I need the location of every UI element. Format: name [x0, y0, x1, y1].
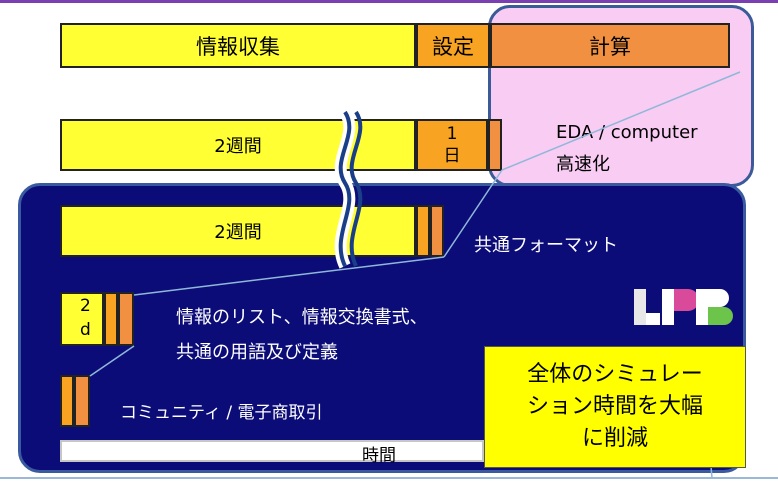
info-list-line1: 情報のリスト、情報交換書式、 — [176, 307, 428, 328]
info-collect-label: 情報収集 — [196, 34, 280, 59]
community-label: コミュニティ / 電子商取引 — [120, 403, 323, 423]
row2-setting-line2: 日 — [443, 146, 461, 166]
lpb-logo-graphic — [634, 289, 733, 325]
row4-info-bar: 2 d — [60, 292, 104, 346]
row4-info-line1: 2 — [80, 296, 91, 316]
connector-line-1 — [501, 71, 741, 171]
row2-setting-bar: 1 日 — [416, 119, 488, 171]
calc-bar: 計算 — [490, 23, 730, 68]
row3-setting-bar — [416, 205, 430, 257]
row4-calc-bar — [118, 292, 134, 346]
calc-label: 計算 — [589, 34, 631, 59]
top-rule — [0, 0, 778, 3]
connector-line-2 — [443, 169, 503, 258]
row3-info-label: 2週間 — [214, 222, 262, 243]
row4-info-line2: d — [80, 320, 91, 340]
row5-setting-bar — [60, 375, 74, 427]
row2-calc-bar — [488, 119, 502, 171]
eda-line1: EDA / computer — [556, 122, 698, 143]
setting-label: 設定 — [432, 34, 474, 59]
callout-line3: に削減 — [581, 426, 648, 451]
row3-calc-bar — [430, 205, 444, 257]
callout-line2: ション時間を大幅 — [526, 394, 703, 419]
setting-bar: 設定 — [416, 23, 490, 68]
row4-setting-bar — [104, 292, 118, 346]
callout-line1: 全体のシミュレー — [527, 362, 703, 387]
common-format-label: 共通フォーマット — [474, 235, 618, 256]
info-list-line2: 共通の用語及び定義 — [176, 342, 338, 363]
info-collect-bar: 情報収集 — [60, 23, 416, 68]
connector-line-3 — [133, 256, 445, 296]
lpb-logo — [632, 285, 742, 331]
connector-line-4 — [89, 345, 135, 377]
bottom-rule — [0, 477, 778, 479]
break-symbol-2 — [349, 110, 363, 267]
row2-setting-line1: 1 — [446, 124, 458, 144]
timeline-label: 時間 — [362, 446, 396, 466]
summary-callout: 全体のシミュレー ション時間を大幅 に削減 — [484, 346, 746, 468]
break-symbol — [338, 110, 352, 267]
timeline-bar: 時間 — [60, 440, 484, 466]
eda-line2: 高速化 — [556, 154, 610, 175]
row5-calc-bar — [74, 375, 90, 427]
row2-info-label: 2週間 — [214, 136, 262, 157]
